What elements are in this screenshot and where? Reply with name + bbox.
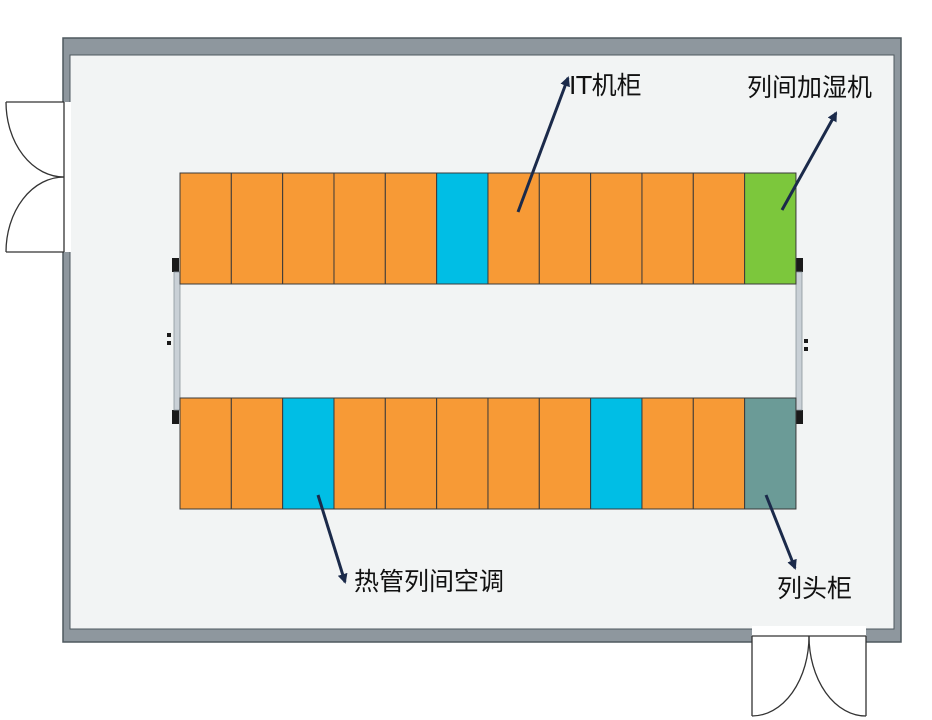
- bottom-it-cabinet-5: [384, 397, 438, 510]
- top-it-cabinet-11: [692, 172, 746, 285]
- top-cabinet-row: [179, 172, 797, 285]
- top-it-cabinet-2: [230, 172, 284, 285]
- bottom-heat-pipe-ac-unit-3: [282, 397, 335, 510]
- label-head-cabinet: 列头柜: [777, 574, 852, 603]
- bottom-it-cabinet-11: [692, 397, 746, 510]
- bottom-it-cabinet-8: [538, 397, 592, 510]
- label-humidifier: 列间加湿机: [747, 73, 872, 102]
- bottom-heat-pipe-ac-unit-9: [590, 397, 643, 510]
- top-heat-pipe-ac-unit-6: [436, 172, 489, 285]
- top-it-cabinet-9: [590, 172, 643, 285]
- top-it-cabinet-3: [282, 172, 335, 285]
- callout-arrows: [316, 76, 838, 584]
- top-humidifier-unit-12: [744, 172, 797, 285]
- room-walls: [62, 37, 902, 643]
- bottom-it-cabinet-10: [641, 397, 694, 510]
- left-door: [5, 101, 71, 253]
- bottom-cabinet-row: [179, 397, 797, 510]
- top-it-cabinet-7: [487, 172, 540, 285]
- humidifier-arrow: [780, 111, 838, 211]
- room-floor: [69, 54, 895, 630]
- top-it-cabinet-1: [179, 172, 232, 285]
- label-heat-pipe-ac: 热管列间空调: [354, 567, 504, 596]
- top-it-cabinet-8: [538, 172, 592, 285]
- label-it-cabinet: IT机柜: [569, 71, 642, 100]
- bottom-it-cabinet-1: [179, 397, 232, 510]
- bottom-door: [751, 626, 867, 717]
- top-it-cabinet-5: [384, 172, 438, 285]
- bottom-head-cabinet-12: [744, 397, 797, 510]
- aisle-end-door-right: [795, 258, 808, 424]
- bottom-it-cabinet-2: [230, 397, 284, 510]
- aisle-end-door-left: [167, 258, 181, 424]
- it-cabinet-arrow: [516, 76, 570, 213]
- top-it-cabinet-4: [333, 172, 386, 285]
- head-cabinet-arrow: [764, 494, 797, 570]
- bottom-it-cabinet-4: [333, 397, 386, 510]
- bottom-it-cabinet-6: [436, 397, 489, 510]
- top-it-cabinet-10: [641, 172, 694, 285]
- bottom-it-cabinet-7: [487, 397, 540, 510]
- heat-pipe-ac-arrow: [316, 494, 348, 584]
